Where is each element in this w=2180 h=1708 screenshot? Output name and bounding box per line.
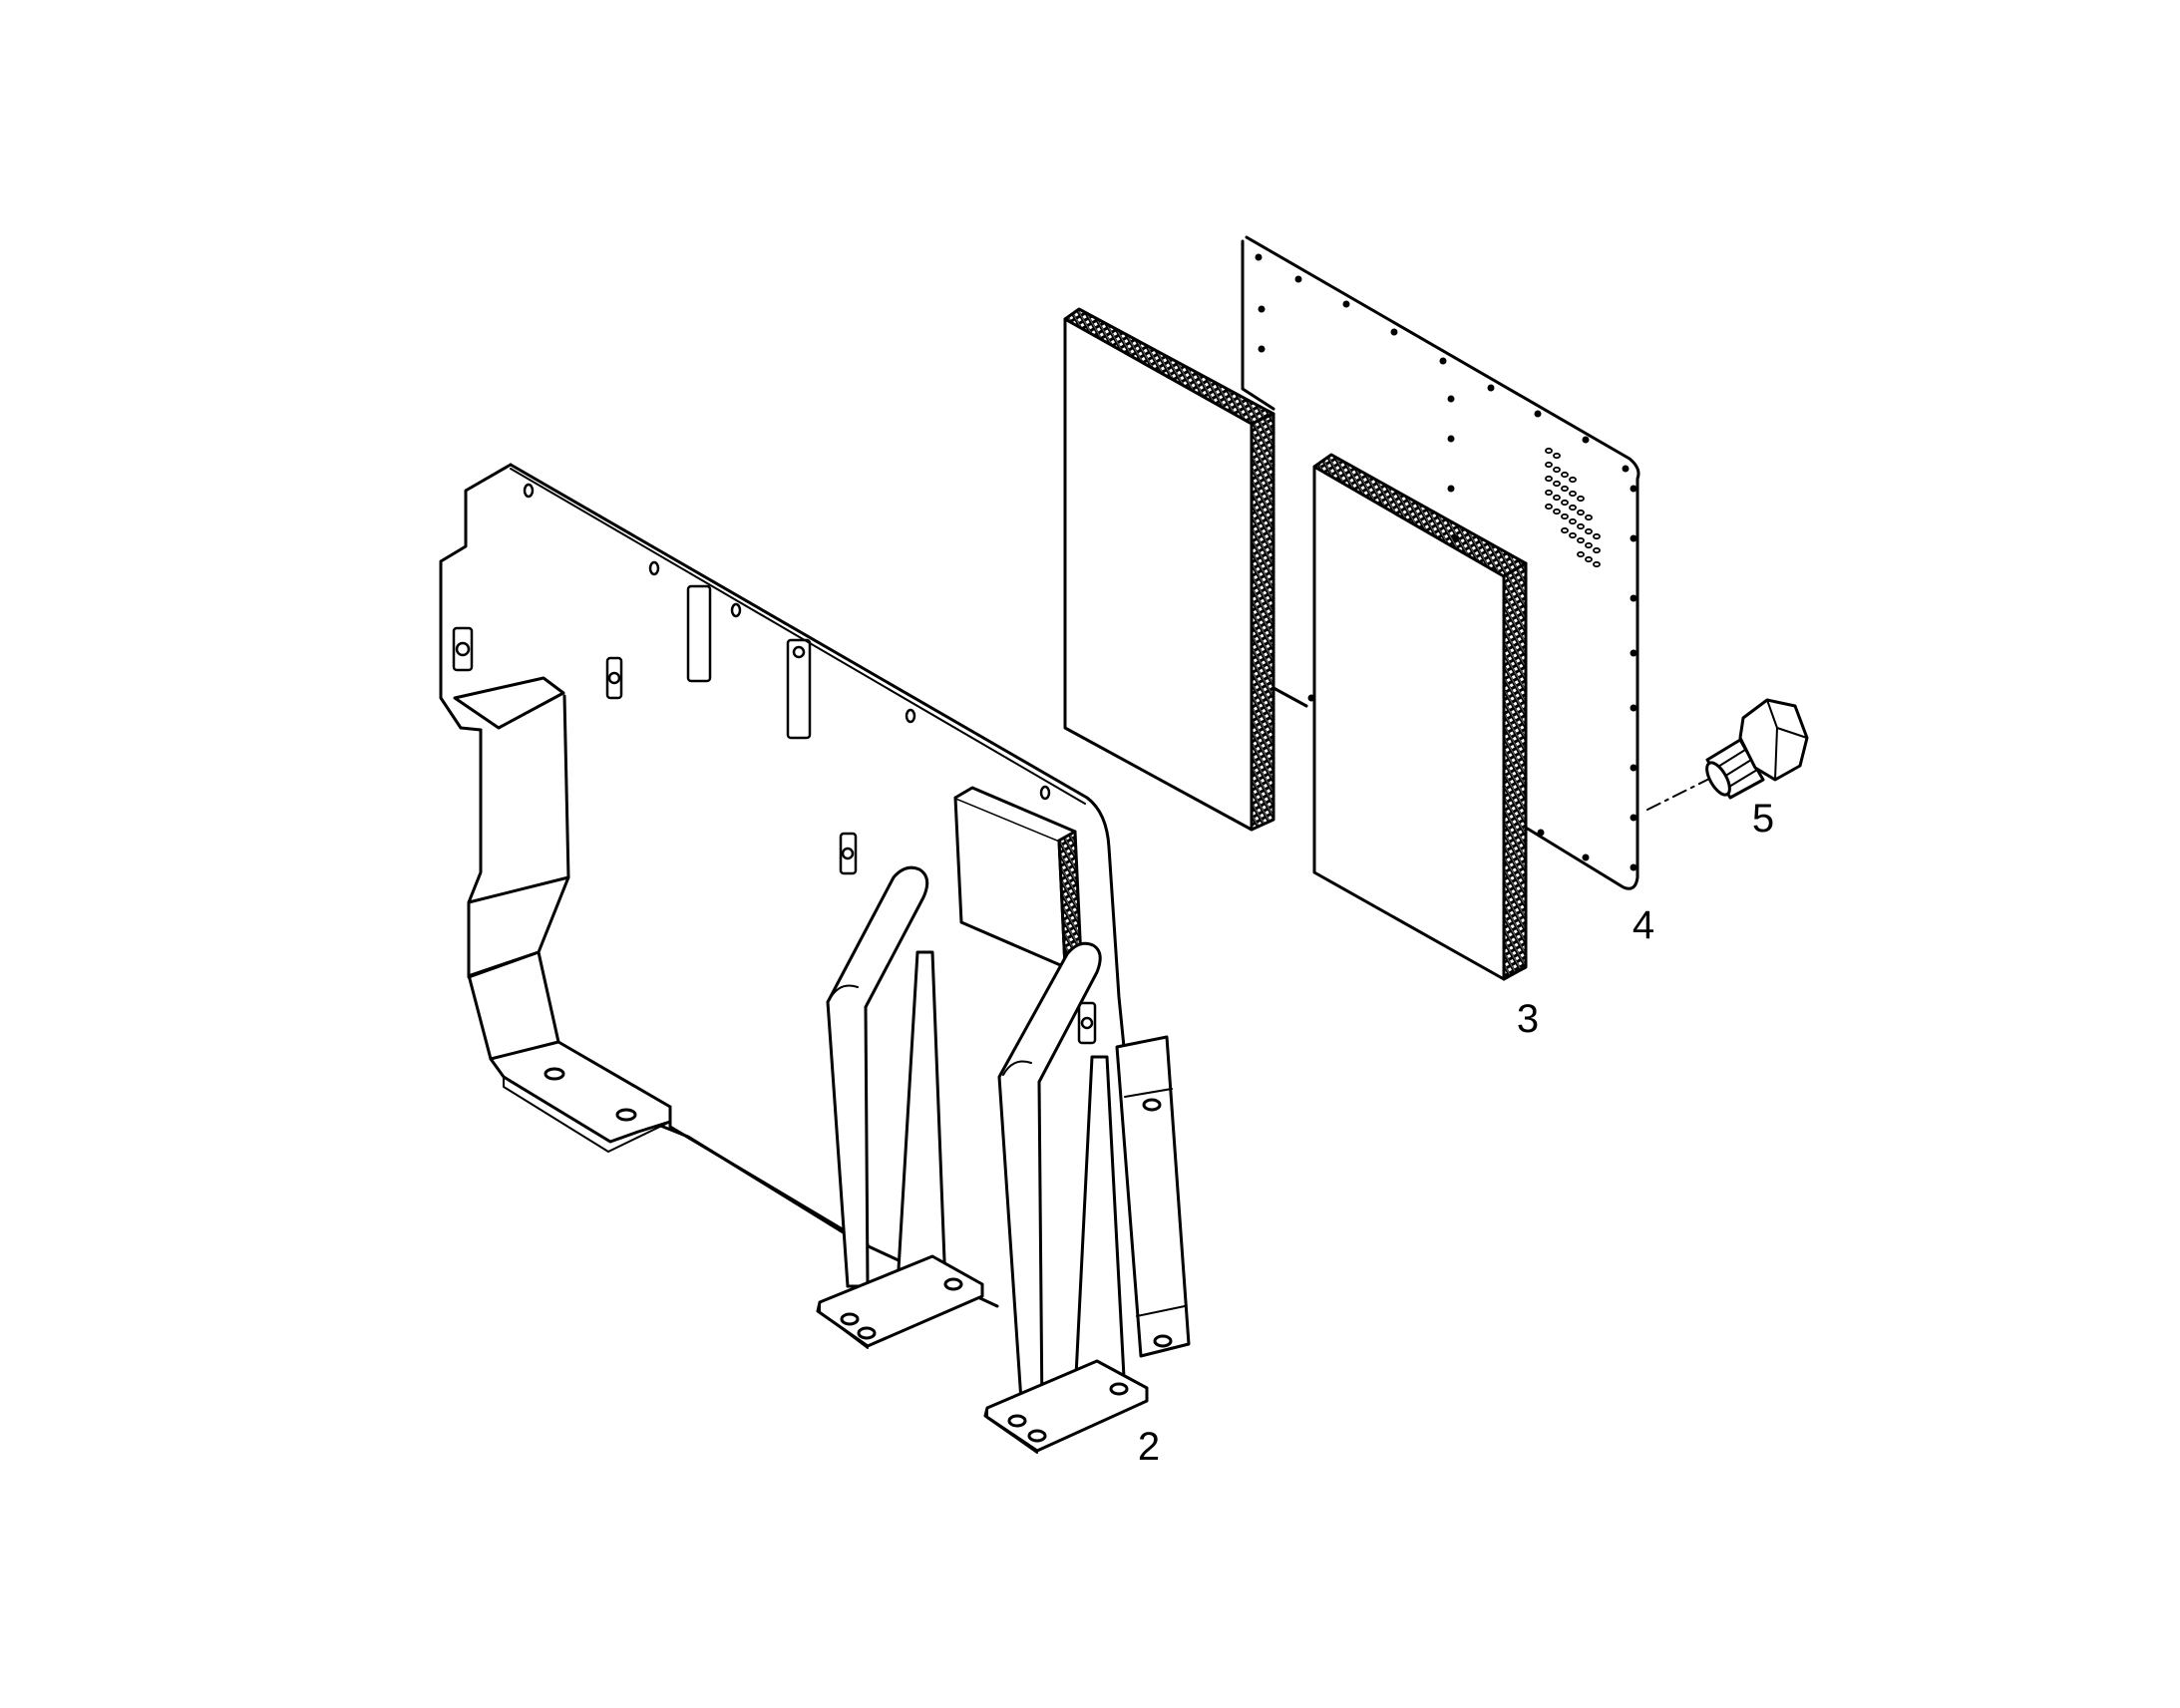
callout-base-frame: 2	[1137, 1425, 1161, 1469]
right-leg	[983, 941, 1149, 1454]
foam-pad-back	[1063, 307, 1275, 832]
side-bar	[1115, 1035, 1191, 1358]
bolt-axis-line	[1646, 779, 1708, 811]
cover-panel	[1241, 235, 1640, 890]
left-foot	[489, 1040, 672, 1144]
plate-slots	[452, 584, 1097, 1045]
callout-foam-pad: 3	[1516, 997, 1540, 1041]
bolt	[1646, 698, 1809, 811]
plate-pad	[953, 786, 1083, 969]
callout-bolt: 5	[1751, 797, 1775, 841]
foam-pads	[1063, 307, 1528, 981]
plate-holes	[523, 483, 1051, 801]
bolt-head	[1738, 698, 1809, 782]
callout-cover-panel: 4	[1632, 903, 1655, 947]
foam-pad-front	[1312, 453, 1528, 981]
base-frame	[439, 463, 1191, 1454]
cover-panel-vent	[1545, 447, 1601, 568]
cover-panel-holes	[1255, 253, 1637, 871]
left-leg	[816, 865, 984, 1349]
